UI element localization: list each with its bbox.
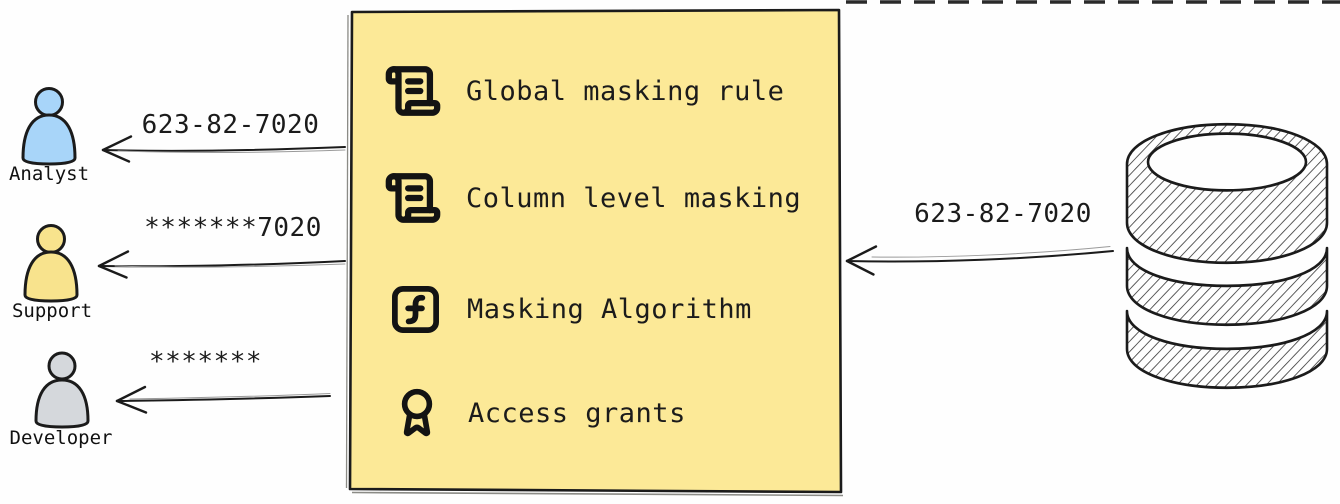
arrow-to-analyst — [101, 135, 346, 163]
developer-arrow-value: ******* — [148, 347, 263, 377]
arrow-to-support — [97, 250, 346, 279]
scroll-icon — [385, 66, 441, 116]
award-icon — [401, 388, 433, 437]
masking-box — [345, 8, 844, 497]
masking-box-shape — [348, 8, 843, 494]
analyst-arrow-value: 623-82-7020 — [141, 110, 320, 140]
scroll-icon — [385, 173, 441, 223]
box-item-label: Masking Algorithm — [467, 293, 752, 325]
arrow-to-developer — [115, 385, 331, 414]
box-item-label: Access grants — [468, 397, 686, 429]
box-item-column-level-masking: Column level masking — [384, 168, 801, 228]
arrow-from-database — [845, 245, 1114, 276]
box-item-access-grants: Access grants — [390, 383, 686, 443]
box-item-global-masking-rule: Global masking rule — [384, 61, 784, 121]
support-person-icon — [23, 224, 79, 303]
box-item-masking-algorithm: Masking Algorithm — [388, 279, 752, 339]
support-arrow-value: *******7020 — [144, 213, 322, 243]
masking-box-sketch-edge-bottom — [351, 491, 844, 497]
analyst-person-icon — [21, 87, 77, 166]
support-label: Support — [11, 300, 93, 322]
database-icon — [1125, 122, 1329, 390]
masking-box-sketch-edge-left — [345, 14, 349, 489]
box-item-label: Global masking rule — [466, 75, 785, 107]
function-icon — [392, 285, 439, 333]
box-item-label: Column level masking — [466, 182, 802, 214]
developer-label: Developer — [9, 427, 113, 449]
developer-person-icon — [34, 351, 90, 429]
database-arrow-value: 623-82-7020 — [914, 199, 1092, 229]
analyst-label: Analyst — [8, 163, 90, 185]
